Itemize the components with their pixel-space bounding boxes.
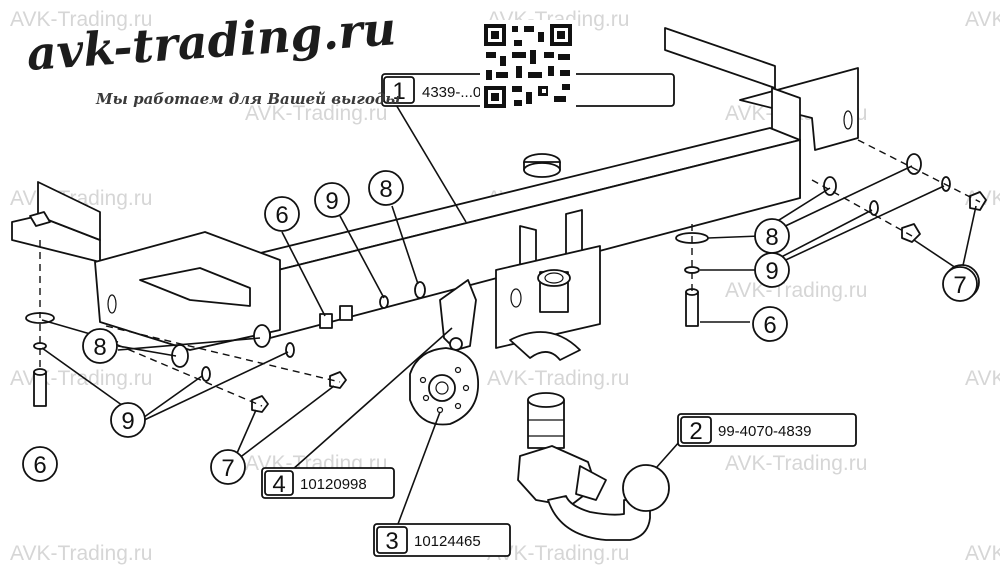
part-number: 3 <box>385 528 398 555</box>
callout-6-top: 6 <box>264 196 300 232</box>
watermark: AVK-Trading.ru <box>487 542 629 565</box>
part-number: 4 <box>272 471 285 498</box>
part-box-3: 3 10124465 <box>373 523 511 557</box>
svg-text:6: 6 <box>33 452 46 479</box>
callout-9-right: 9 <box>754 252 790 288</box>
svg-text:9: 9 <box>121 408 134 435</box>
part-code: 99-4070-4839 <box>718 423 811 440</box>
watermark: AVK-Trading.ru <box>965 367 1000 390</box>
part-box-2: 2 99-4070-4839 <box>677 413 857 447</box>
callout-8-top: 8 <box>368 170 404 206</box>
watermark: AVK-Trading.ru <box>10 367 152 390</box>
callout-6-left: 6 <box>22 446 58 482</box>
part-code: 10120998 <box>300 476 367 493</box>
callout-6-right: 6 <box>752 306 788 342</box>
watermark: AVK-Trading.ru <box>10 8 152 31</box>
part-box-4: 4 10120998 <box>261 467 395 499</box>
callout-9-top: 9 <box>314 182 350 218</box>
svg-text:7: 7 <box>953 272 966 299</box>
socket-plate <box>409 279 479 426</box>
svg-text:8: 8 <box>93 334 106 361</box>
svg-text:9: 9 <box>325 188 338 215</box>
socket-cap <box>523 153 561 178</box>
watermark: AVK-Trading.ru <box>487 367 629 390</box>
watermark: AVK-Trading.ru <box>725 452 867 475</box>
watermark: AVK-Trading.ru <box>965 542 1000 565</box>
left-bracket <box>11 181 281 351</box>
svg-text:7: 7 <box>221 455 234 482</box>
svg-text:6: 6 <box>275 202 288 229</box>
svg-text:8: 8 <box>379 176 392 203</box>
callout-7-left: 7 <box>210 449 246 485</box>
watermark: AVK-Trading.ru <box>965 8 1000 31</box>
logo-tagline: Мы работаем для Вашей выгоды <box>95 90 401 108</box>
watermark: AVK-Trading.ru <box>725 279 867 302</box>
part-code: 10124465 <box>414 533 481 550</box>
right-bracket <box>664 27 859 199</box>
svg-text:8: 8 <box>765 224 778 251</box>
tow-ball <box>517 392 670 541</box>
part-number: 2 <box>689 418 702 445</box>
callout-7-right: 7 <box>942 266 978 302</box>
callout-8-left: 8 <box>82 328 118 364</box>
crossbar-bolts <box>319 281 426 329</box>
callout-8-right: 8 <box>754 218 790 254</box>
part-number: 1 <box>392 78 405 105</box>
assembly-lines <box>39 139 981 407</box>
callout-9-left: 9 <box>110 402 146 438</box>
hook-mount <box>495 209 601 361</box>
qr-code <box>480 20 576 112</box>
watermark: AVK-Trading.ru <box>245 102 387 125</box>
svg-text:9: 9 <box>765 258 778 285</box>
leader-lines <box>41 97 977 525</box>
watermark: AVK-Trading.ru <box>10 542 152 565</box>
svg-text:6: 6 <box>763 312 776 339</box>
